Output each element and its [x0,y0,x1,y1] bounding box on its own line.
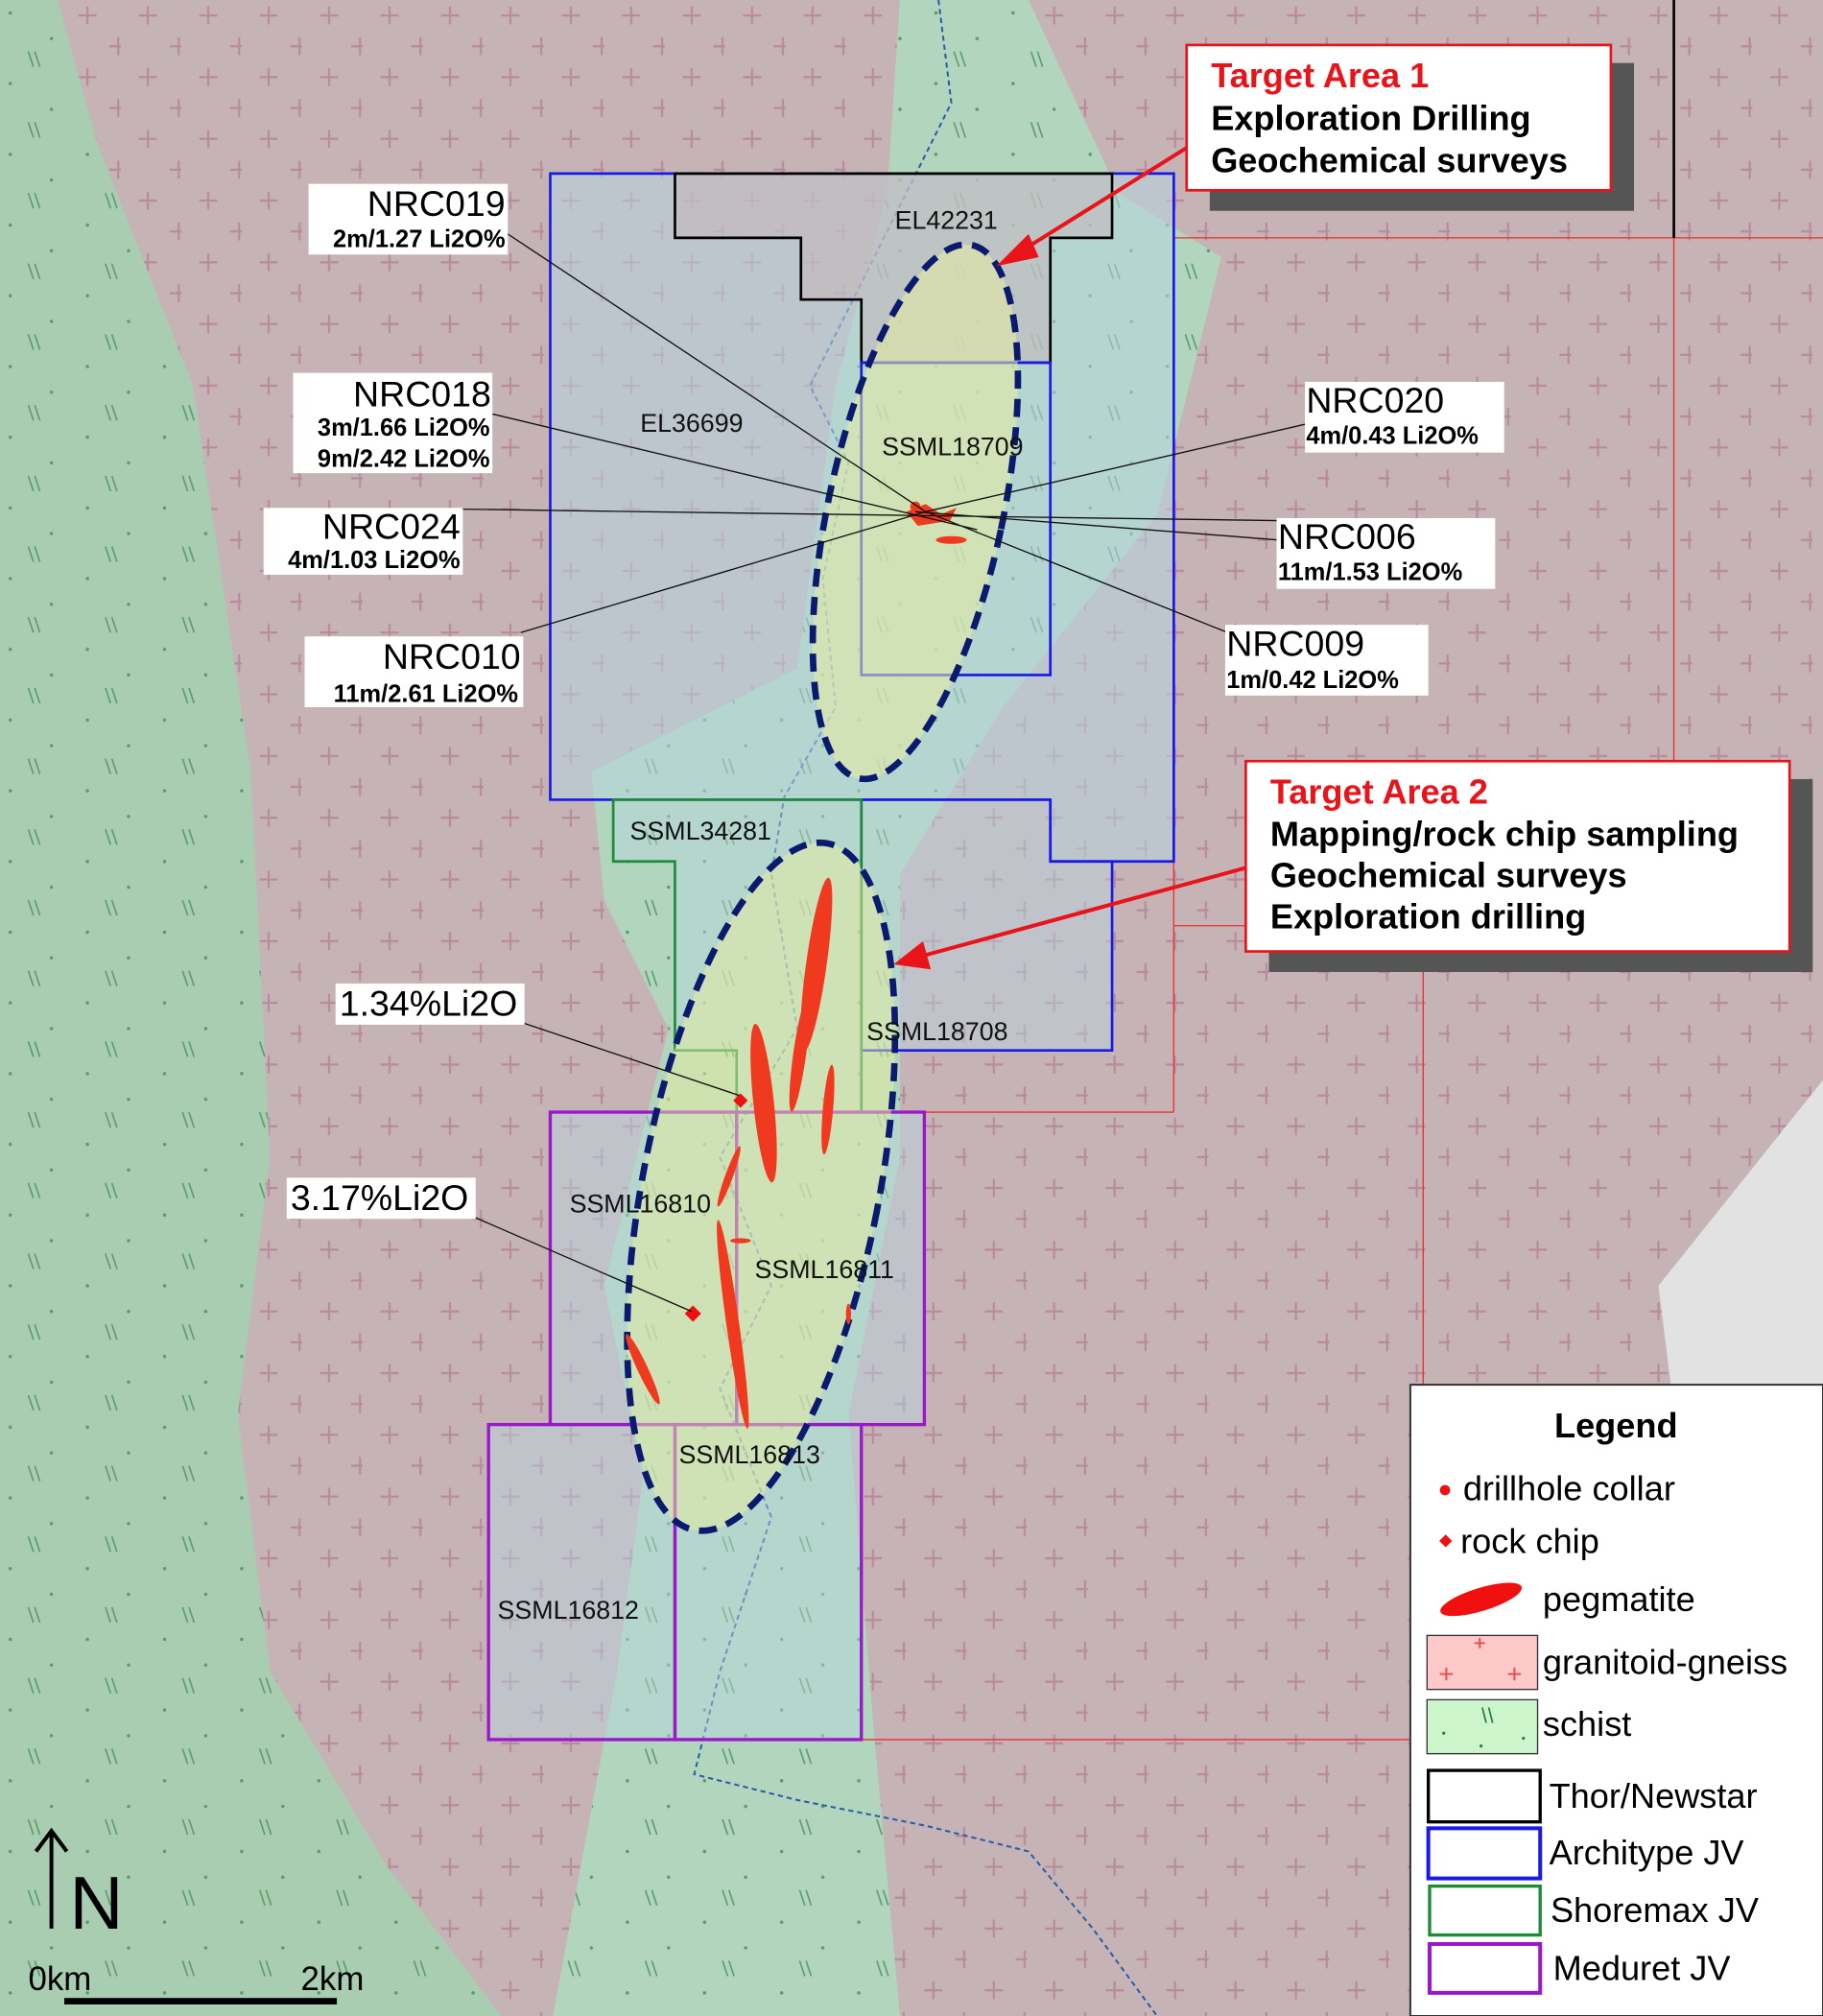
hole-result: 3m/1.66 Li2O% [318,415,490,441]
arrow-head-icon [996,233,1039,267]
target-area-2-outline[interactable] [579,820,944,1553]
rock-chip-label-2[interactable]: 3.17%Li2O [286,1177,476,1220]
target-line: Geochemical surveys [1270,856,1627,895]
hole-id: NRC019 [367,183,506,224]
label-ssml18708: SSML18708 [866,1017,1007,1046]
legend-item: Thor/Newstar [1550,1776,1758,1815]
hole-id: NRC024 [322,506,461,546]
legend-item: Meduret JV [1553,1948,1731,1987]
north-arrow-icon [34,1827,69,1929]
meduret-swatch [1427,1941,1543,1995]
thor-newstar-swatch [1426,1768,1542,1824]
legend-item: schist [1543,1704,1631,1743]
tenement-labels: EL42231 EL36699 SSML18709 SSML34281 SSML… [498,206,1024,1625]
outcrop-light [1658,1079,1823,1389]
rock-chip-icon [1439,1534,1453,1548]
target-line: Geochemical surveys [1211,141,1568,180]
label-ssml16811: SSML16811 [755,1255,894,1284]
shoremax-swatch [1428,1884,1542,1937]
scale-start: 0km [28,1960,91,1998]
label-ssml16810: SSML16810 [570,1190,711,1219]
hole-result: 9m/2.42 Li2O% [318,445,490,472]
drillhole-nrc006[interactable]: NRC006 11m/1.53 Li2O% [1276,516,1496,589]
target-line: Exploration Drilling [1211,98,1530,137]
target-title: Target Area 2 [1270,771,1488,811]
drillhole-labels: NRC019 2m/1.27 Li2O% NRC018 3m/1.66 Li2O… [263,183,1504,1220]
drillhole-nrc024[interactable]: NRC024 4m/1.03 Li2O% [263,506,463,575]
hole-id: NRC020 [1306,380,1444,420]
target-area-2-callout[interactable]: Target Area 2 Mapping/rock chip sampling… [1244,759,1813,972]
target-title: Target Area 1 [1211,56,1429,95]
legend-item: pegmatite [1543,1579,1695,1619]
label-el36699: EL36699 [640,409,743,438]
target-line: Mapping/rock chip sampling [1270,815,1739,854]
rock-chip-value: 3.17%Li2O [291,1177,469,1218]
hole-result: 1m/0.42 Li2O% [1226,667,1399,694]
target-area-1-callout[interactable]: Target Area 1 Exploration Drilling Geoch… [1185,43,1635,211]
label-ssml18709: SSML18709 [882,432,1023,461]
hole-id: NRC018 [353,373,491,414]
scale-end: 2km [301,1960,365,1998]
pegmatite-icon [1440,1582,1523,1617]
hole-id: NRC006 [1278,516,1416,557]
rock-chip-marker[interactable] [733,1093,748,1108]
north-arrow: N [34,1827,123,1945]
label-ssml16812: SSML16812 [498,1596,639,1625]
hole-result: 4m/1.03 Li2O% [288,547,461,574]
target-callouts: Target Area 1 Exploration Drilling Geoch… [893,43,1813,972]
hole-id: NRC010 [383,636,521,676]
label-el42231: EL42231 [895,206,998,235]
hole-result: 11m/2.61 Li2O% [334,681,518,708]
hole-result: 11m/1.53 Li2O% [1278,558,1462,585]
legend-item: drillhole collar [1463,1469,1675,1508]
legend-title: Legend [1554,1406,1678,1445]
drillhole-nrc020[interactable]: NRC020 4m/0.43 Li2O% [1305,380,1504,453]
legend-item: granitoid-gneiss [1543,1643,1787,1682]
legend-item: Architype JV [1550,1833,1744,1872]
hole-id: NRC009 [1226,623,1364,663]
legend: Legend drillhole collar rock chip pegmat… [1409,1384,1823,2016]
leader-lines [462,233,1306,1313]
label-ssml34281: SSML34281 [630,817,771,845]
drillhole-collar-icon [1439,1484,1451,1496]
architype-swatch [1426,1826,1543,1881]
legend-item: rock chip [1460,1522,1599,1561]
legend-item: Shoremax JV [1551,1890,1759,1930]
hole-result: 2m/1.27 Li2O% [333,225,506,252]
arrow-head-icon [893,940,932,970]
drillhole-nrc009[interactable]: NRC009 1m/0.42 Li2O% [1224,623,1429,696]
drillhole-nrc018[interactable]: NRC018 3m/1.66 Li2O% 9m/2.42 Li2O% [293,372,493,474]
pegmatites [626,501,967,1429]
label-ssml16813: SSML16813 [678,1440,819,1469]
hole-result: 4m/0.43 Li2O% [1306,422,1479,449]
drillhole-nrc019[interactable]: NRC019 2m/1.27 Li2O% [308,183,509,255]
rock-chip-value: 1.34%Li2O [340,984,518,1024]
rock-chip-label-1[interactable]: 1.34%Li2O [335,984,525,1025]
drillhole-nrc010[interactable]: NRC010 11m/2.61 Li2O% [304,636,524,708]
north-label: N [69,1862,123,1945]
scale-bar: 0km 2km [28,1960,364,2004]
target-line: Exploration drilling [1270,896,1586,936]
